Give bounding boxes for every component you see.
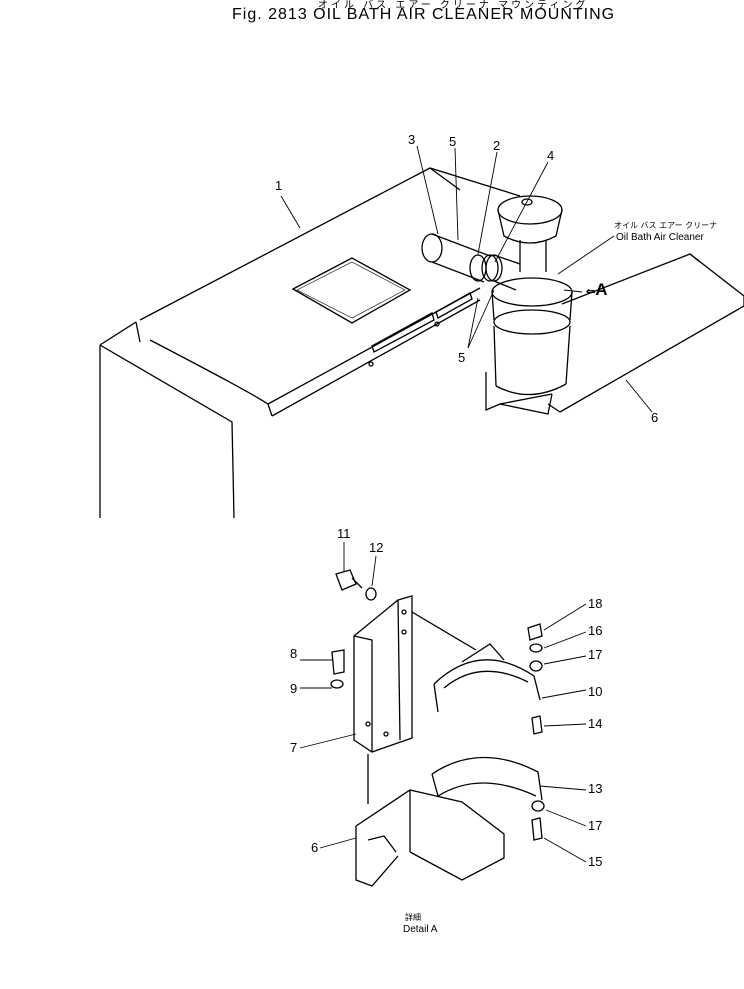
engine-hood <box>99 167 521 519</box>
detail-caption-jp: 詳細 <box>405 913 421 922</box>
leader-lines-lower <box>299 542 587 863</box>
part-label-15: 15 <box>588 854 603 869</box>
part-label-5-top: 5 <box>449 134 457 149</box>
view-arrow-a: ⇐A <box>586 280 608 300</box>
part-label-13: 13 <box>588 781 603 796</box>
part-label-17-top: 17 <box>588 647 603 662</box>
part-label-1: 1 <box>275 178 283 193</box>
arrow-icon: ⇐ <box>586 286 596 298</box>
page-title-jp: オイル バス エアー クリーナ マウンティング <box>318 0 589 11</box>
leader-lines-upper <box>280 145 653 413</box>
part-label-12: 12 <box>369 540 384 555</box>
intake-pipe <box>421 233 521 291</box>
part-label-17-bottom: 17 <box>588 818 603 833</box>
part-label-2: 2 <box>493 138 501 153</box>
view-arrow-label: A <box>595 280 608 299</box>
part-label-3: 3 <box>408 132 416 147</box>
part-label-4: 4 <box>547 148 555 163</box>
part-label-8: 8 <box>290 646 298 661</box>
part-label-6-top: 6 <box>651 410 659 425</box>
part-label-9: 9 <box>290 681 298 696</box>
part-label-16: 16 <box>588 623 603 638</box>
part-label-18: 18 <box>588 596 603 611</box>
part-label-11: 11 <box>337 526 351 541</box>
callout-label-jp: オイル バス エアー クリーナ <box>614 221 718 230</box>
air-cleaner-body <box>485 195 573 415</box>
page-title: Fig. 2813 OIL BATH AIR CLEANER MOUNTING <box>232 6 616 23</box>
part-label-7: 7 <box>290 740 298 755</box>
part-label-10: 10 <box>588 684 603 699</box>
callout-label-en: Oil Bath Air Cleaner <box>616 232 704 243</box>
detail-a-assembly <box>330 569 545 887</box>
detail-caption: Detail A <box>403 924 438 935</box>
part-label-5-bottom: 5 <box>458 350 466 365</box>
part-label-6-bottom: 6 <box>311 840 319 855</box>
mounting-deck <box>547 253 744 413</box>
part-label-14: 14 <box>588 716 603 731</box>
